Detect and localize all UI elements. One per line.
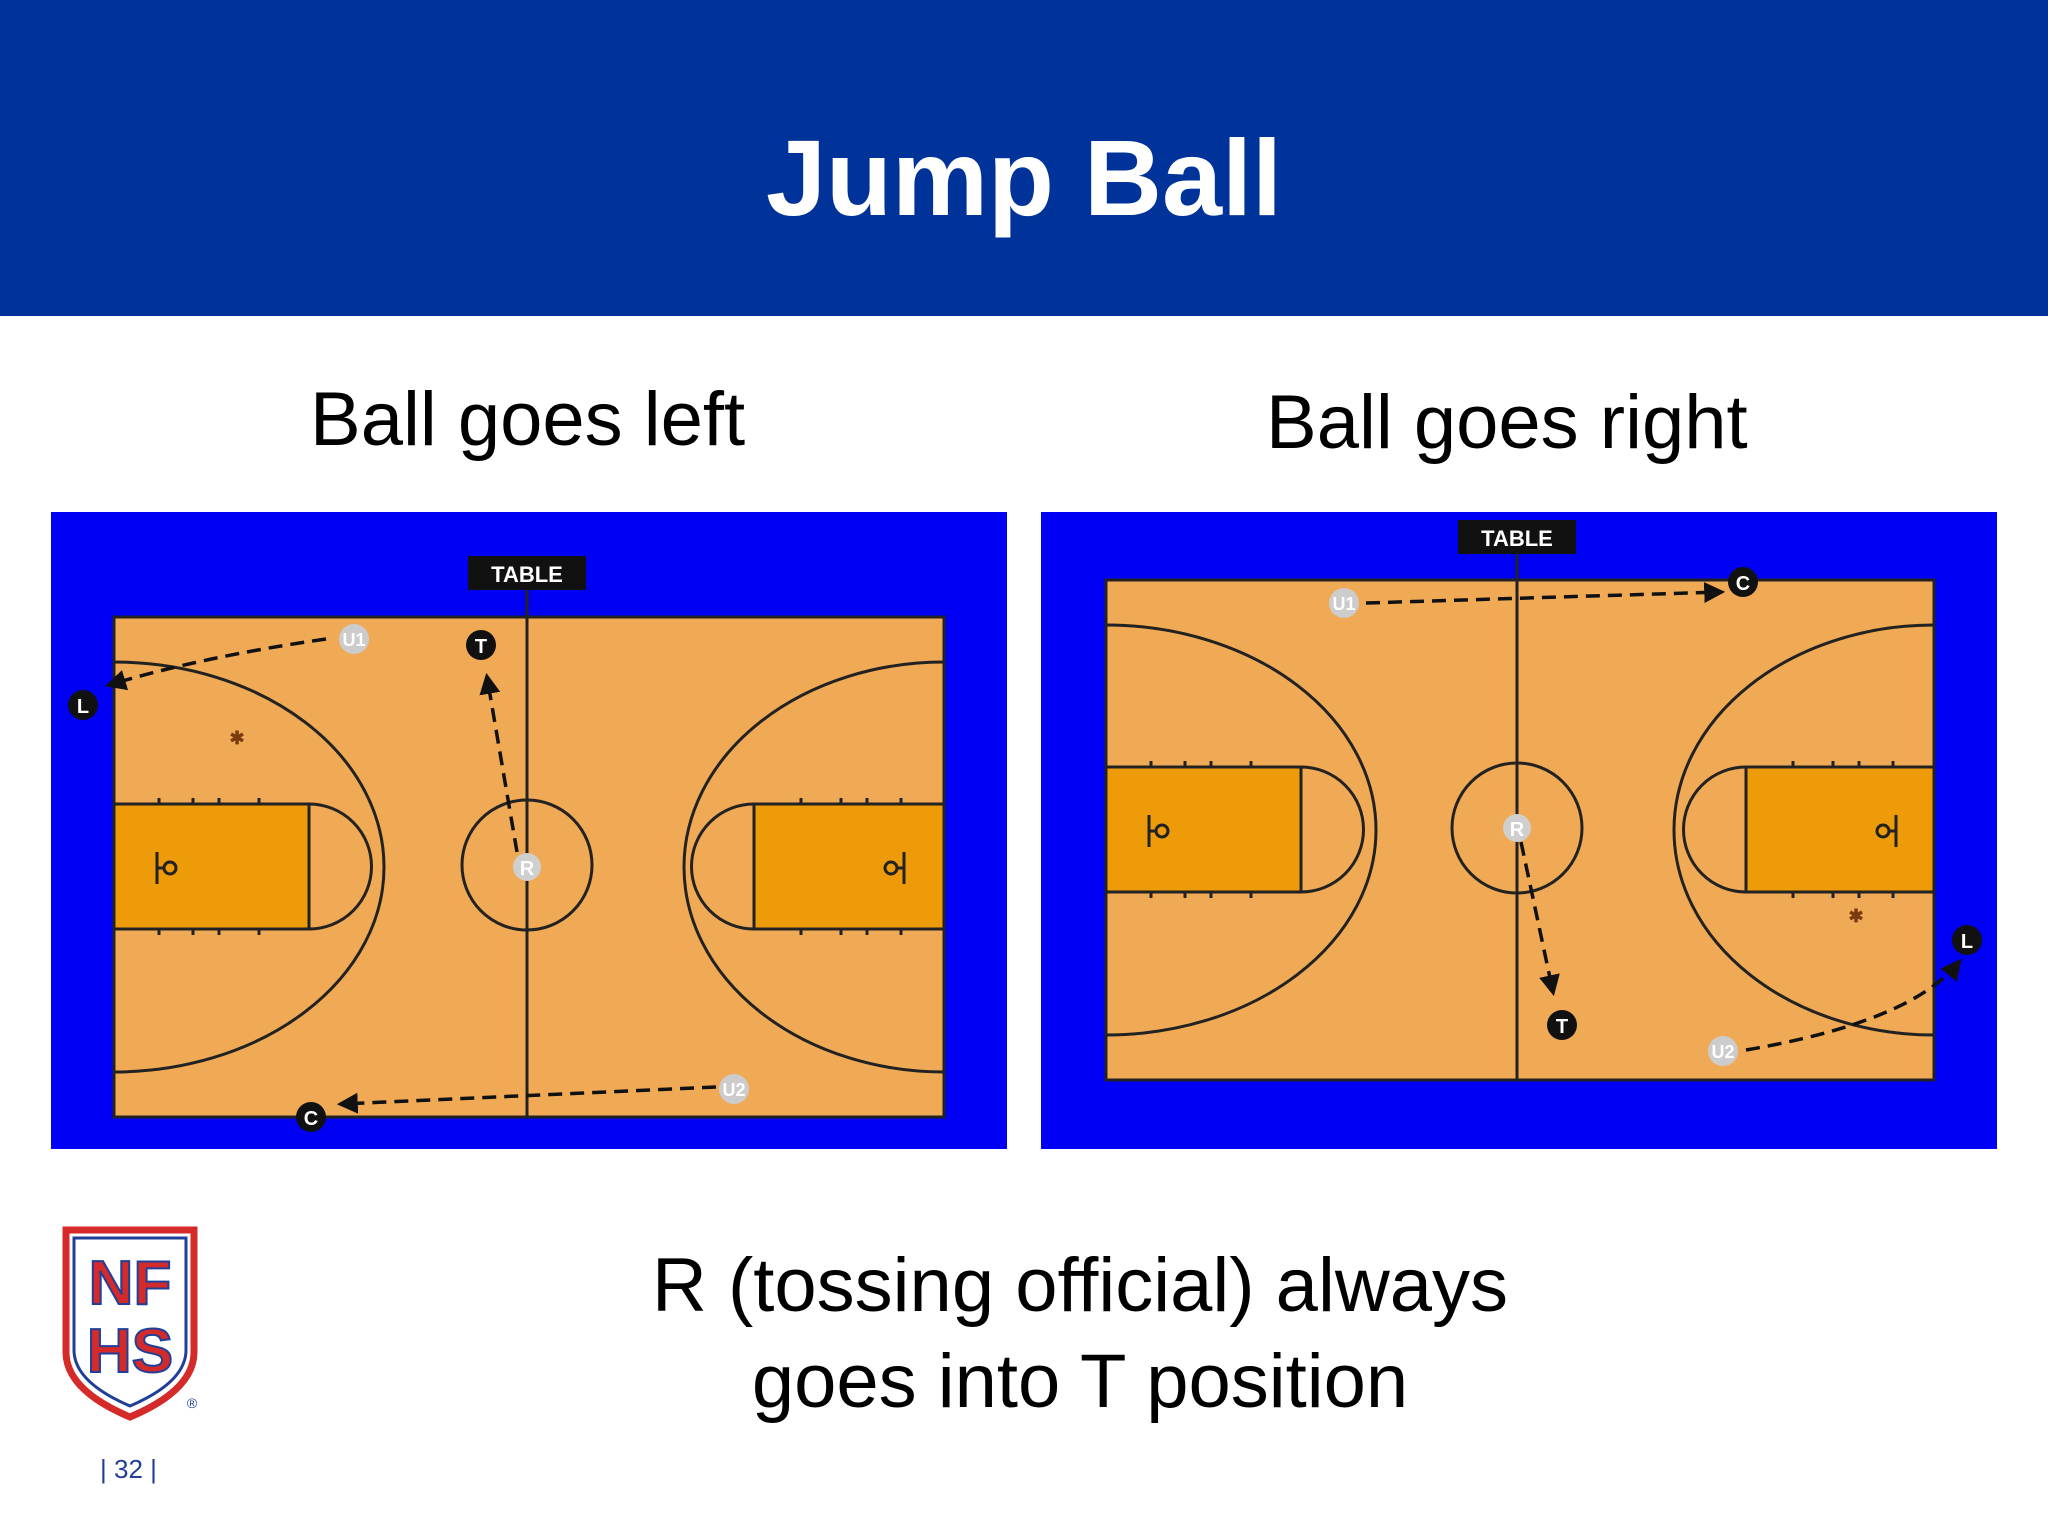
svg-text:L: L <box>77 696 89 718</box>
svg-text:U2: U2 <box>722 1080 745 1100</box>
svg-text:®: ® <box>187 1395 198 1411</box>
svg-text:C: C <box>1736 573 1750 595</box>
court: ✱ <box>112 582 946 1119</box>
arrow-u2-to-l <box>1745 958 1962 1052</box>
official-marker-c: C <box>296 1102 326 1132</box>
svg-text:✱: ✱ <box>229 728 244 748</box>
svg-text:C: C <box>304 1108 318 1130</box>
player-marker-u1: U1 <box>339 624 369 654</box>
official-marker-r: R <box>1503 814 1531 842</box>
right-heading: Ball goes right <box>1266 380 1748 465</box>
left-heading: Ball goes left <box>310 377 746 462</box>
arrow-u2-to-c <box>336 1085 717 1114</box>
arrow-r-to-t <box>1519 841 1560 997</box>
player-marker-u2: U2 <box>1708 1036 1738 1066</box>
svg-text:T: T <box>475 636 487 658</box>
svg-text:T: T <box>1556 1016 1568 1038</box>
svg-text:✱: ✱ <box>1848 906 1863 926</box>
caption-line-2: goes into T position <box>751 1339 1409 1424</box>
official-marker-t: T <box>1547 1010 1577 1040</box>
arrow-u1-to-l <box>104 637 327 691</box>
svg-text:HS: HS <box>87 1317 173 1386</box>
svg-text:R: R <box>1510 819 1525 841</box>
table-label-box <box>1458 520 1576 554</box>
svg-text:L: L <box>1961 931 1973 953</box>
caption-line-1: R (tossing official) always <box>651 1243 1508 1328</box>
official-marker-c: C <box>1728 567 1758 597</box>
official-marker-l: L <box>68 690 98 720</box>
page-number: | 32 | <box>100 1454 157 1484</box>
official-marker-l: L <box>1952 925 1982 955</box>
svg-text:U1: U1 <box>342 630 365 650</box>
arrow-r-to-t <box>479 672 519 853</box>
svg-text:U1: U1 <box>1332 594 1355 614</box>
table-label: TABLE <box>1481 526 1553 551</box>
title-bar: Jump Ball <box>0 0 2048 316</box>
table-label-box <box>468 556 586 590</box>
table-label: TABLE <box>491 562 563 587</box>
official-marker-r: R <box>513 853 541 881</box>
court-diagram-ball-left: ✱ TABLE L T C R U1 <box>51 512 1007 1149</box>
slide-title: Jump Ball <box>765 117 1283 238</box>
player-marker-u2: U2 <box>719 1074 749 1104</box>
nfhs-logo: NF HS ® <box>60 1222 212 1422</box>
svg-text:U2: U2 <box>1711 1042 1734 1062</box>
player-marker-u1: U1 <box>1329 588 1359 618</box>
svg-text:NF: NF <box>89 1249 172 1318</box>
svg-text:R: R <box>520 858 535 880</box>
court-diagram-ball-right: ✱ TABLE C T L R U1 U2 <box>1041 512 1997 1149</box>
arrow-u1-to-c <box>1365 582 1726 605</box>
caption: R (tossing official) always goes into T … <box>500 1238 1660 1430</box>
official-marker-t: T <box>466 630 496 660</box>
